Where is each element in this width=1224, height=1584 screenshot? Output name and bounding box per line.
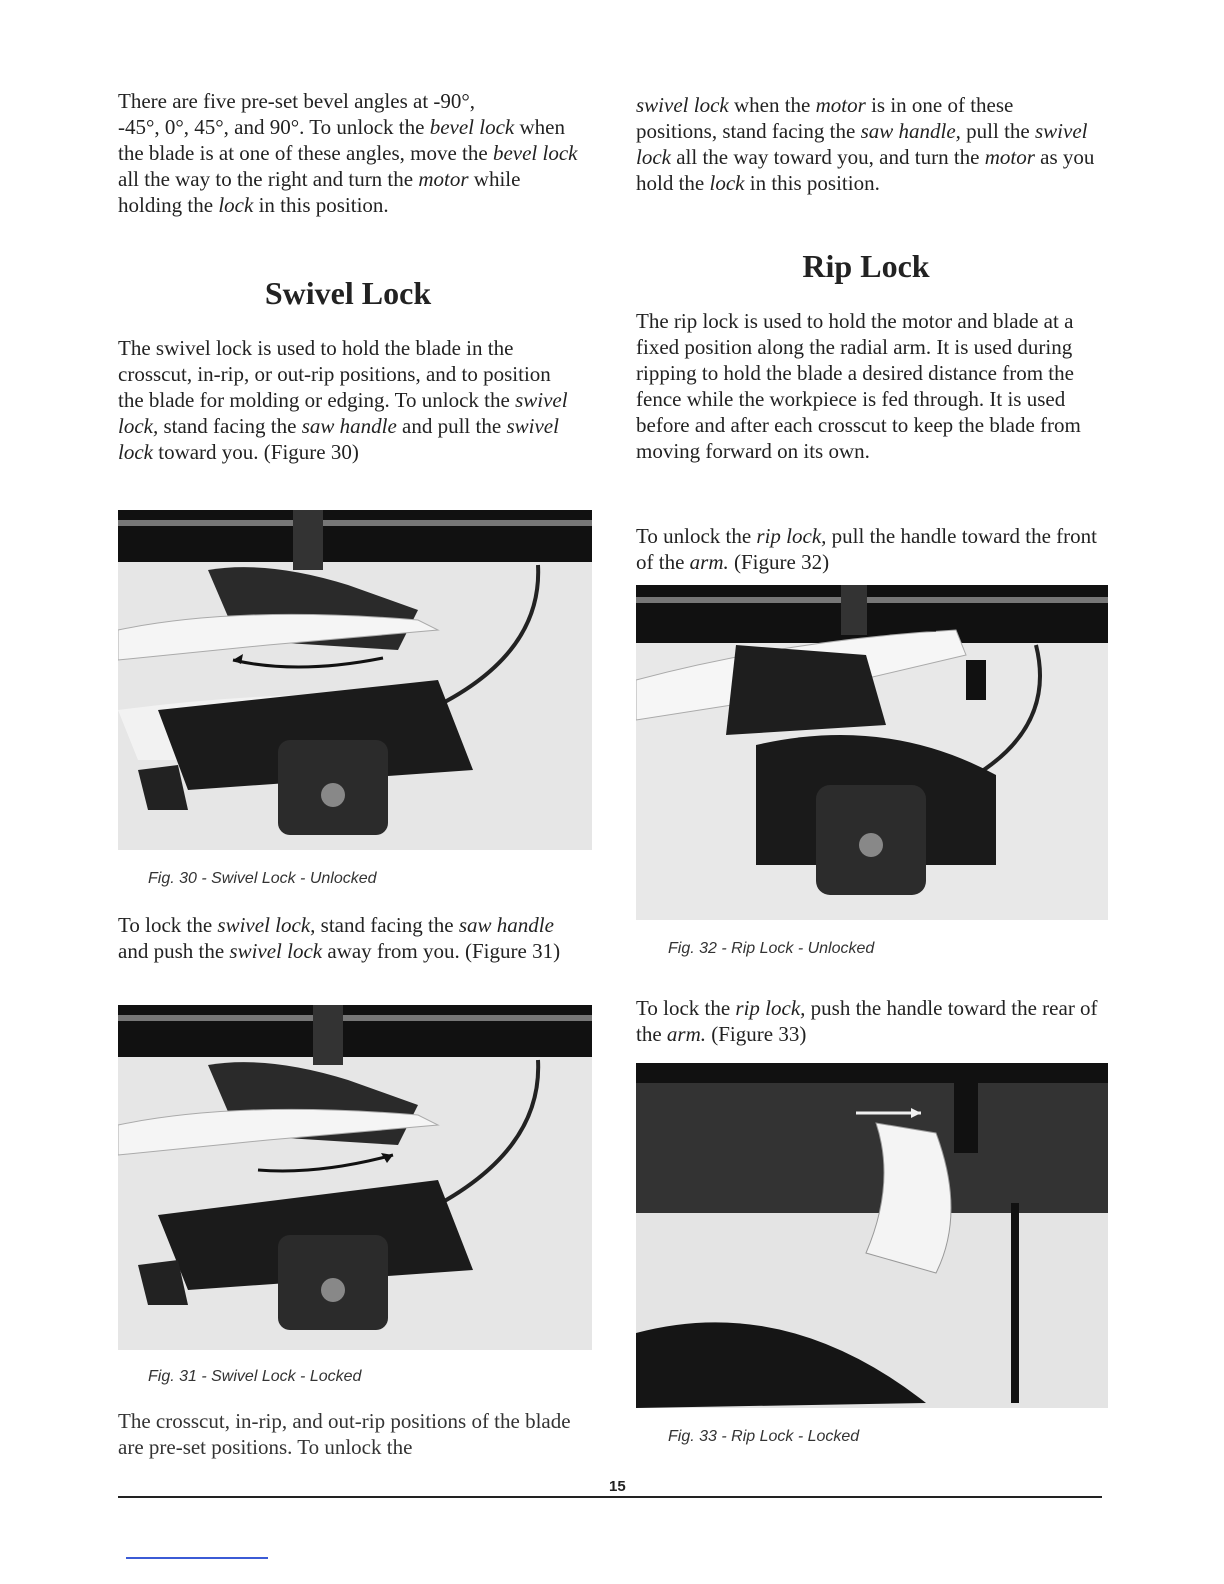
swivel-locked-photo [118,1005,592,1350]
figure-31-image [118,1005,592,1350]
heading-swivel-lock: Swivel Lock [264,275,432,311]
paragraph-bevel-angles: There are five pre-set bevel angles at -… [118,89,578,217]
figure-32-caption: Fig. 32 - Rip Lock - Unlocked [668,940,875,957]
swivel-lock-text: To lock the swivel lock, stand facing th… [118,912,578,964]
paragraph-swivel-unlock-continued: swivel lock when the motor is in one of … [636,93,1095,195]
rip-lock-intro: The rip lock is used to hold the motor a… [636,308,1106,464]
swivel-unlocked-photo [118,510,592,850]
paragraph-rip-lock-intro: The rip lock is used to hold the motor a… [636,309,1081,463]
preset-positions-text: The crosscut, in-rip, and out-rip positi… [118,1408,578,1460]
paragraph-rip-lock: To lock the rip lock, push the handle to… [636,996,1098,1046]
swivel-intro: The swivel lock is used to hold the blad… [118,335,578,465]
paragraph-swivel-unlock: The swivel lock is used to hold the blad… [118,336,568,464]
figure-33-image [636,1063,1108,1408]
figure-30-caption: Fig. 30 - Swivel Lock - Unlocked [148,870,377,887]
footer-blue-rule [126,1557,268,1559]
heading-rip-lock: Rip Lock [802,248,930,284]
left-column: There are five pre-set bevel angles at -… [118,88,578,218]
figure-32-image [636,585,1108,920]
right-column-top: swivel lock when the motor is in one of … [636,92,1096,196]
rip-lock-text: To lock the rip lock, push the handle to… [636,995,1106,1047]
footer-rule [118,1496,1102,1498]
rip-locked-photo [636,1063,1108,1408]
rip-unlocked-photo [636,585,1108,920]
rip-unlock-text: To unlock the rip lock, pull the handle … [636,523,1106,575]
figure-33-caption: Fig. 33 - Rip Lock - Locked [668,1428,860,1445]
figure-30-image [118,510,592,850]
page-number: 15 [609,1478,626,1495]
paragraph-swivel-lock: To lock the swivel lock, stand facing th… [118,913,561,963]
paragraph-preset-positions: The crosscut, in-rip, and out-rip positi… [118,1409,571,1459]
figure-31-caption: Fig. 31 - Swivel Lock - Locked [148,1368,362,1385]
paragraph-rip-unlock: To unlock the rip lock, pull the handle … [636,524,1097,574]
